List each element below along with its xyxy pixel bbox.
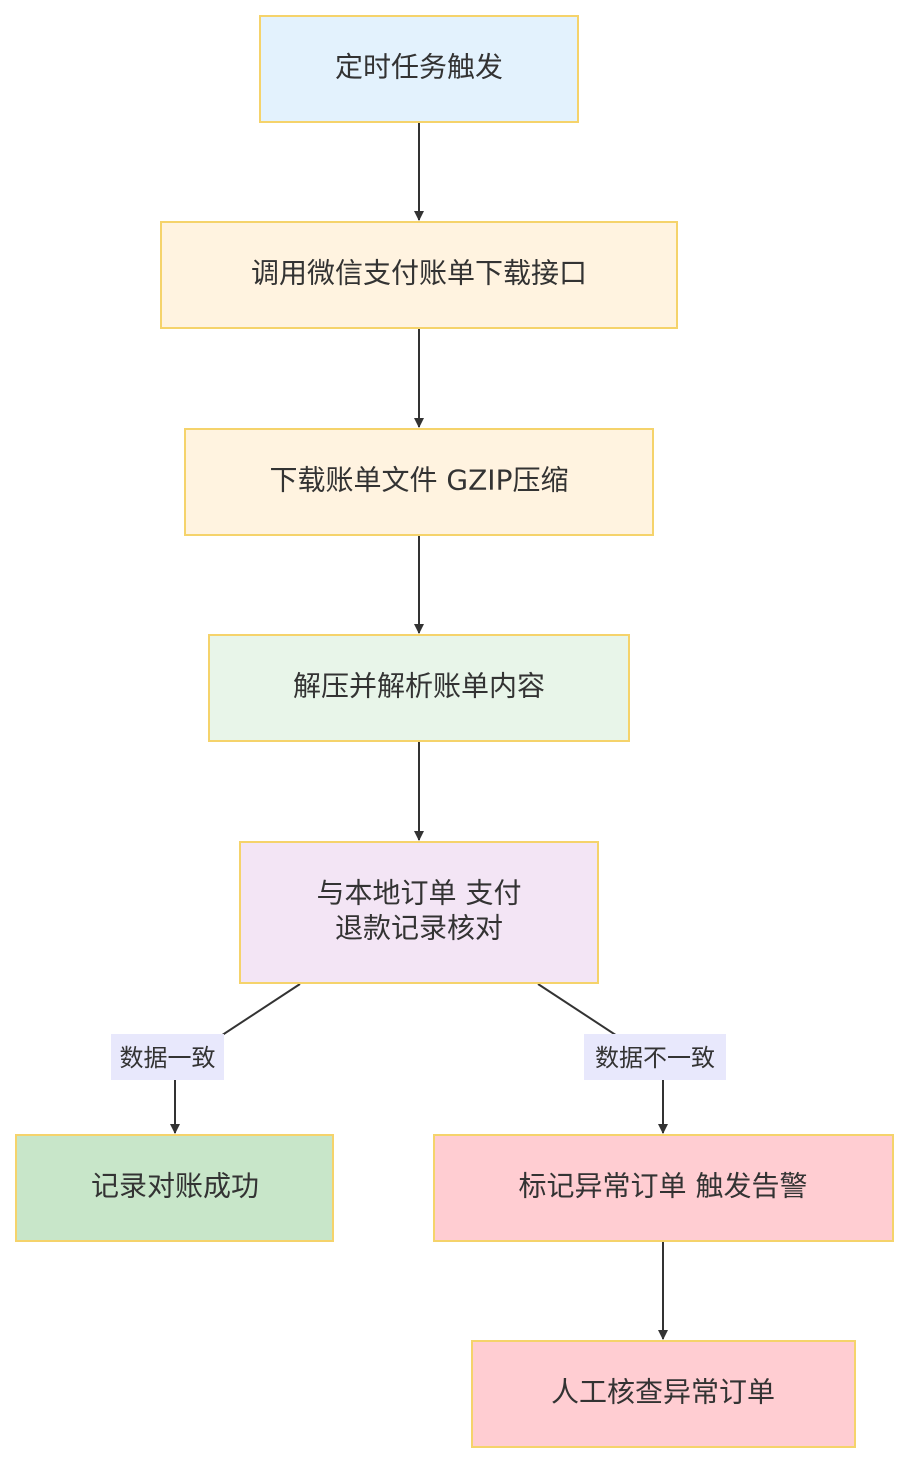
node-reconcile: 与本地订单 支付 退款记录核对 [239,841,599,984]
edge-label-consistent-bg [111,1034,224,1080]
node-trigger-box [259,15,579,123]
node-reconcile-text-line2: 退款记录核对 [335,912,503,945]
node-success-box [15,1134,334,1242]
edge-label-inconsistent-text: 数据不一致 [595,1044,715,1072]
node-download-text: 下载账单文件 GZIP压缩 [270,464,569,497]
node-parse-text: 解压并解析账单内容 [293,670,545,703]
node-manual-check: 人工核查异常订单 [471,1340,856,1448]
node-call-api-text: 调用微信支付账单下载接口 [251,257,587,290]
node-success: 记录对账成功 [15,1134,334,1242]
node-parse: 解压并解析账单内容 [208,634,630,742]
node-manual-check-box [471,1340,856,1448]
node-mark-abnormal-text: 标记异常订单 触发告警 [519,1170,808,1203]
node-download: 下载账单文件 GZIP压缩 [184,428,654,536]
edge-label-inconsistent: 数据不一致 [584,1034,726,1080]
node-manual-check-text: 人工核查异常订单 [551,1376,775,1409]
node-reconcile-box [239,841,599,984]
edge-label-consistent-text: 数据一致 [120,1044,216,1072]
node-call-api-box [160,221,678,329]
node-parse-box [208,634,630,742]
node-success-text: 记录对账成功 [91,1170,259,1203]
edge-label-inconsistent-bg [584,1034,726,1080]
node-trigger: 定时任务触发 [259,15,579,123]
node-mark-abnormal: 标记异常订单 触发告警 [433,1134,894,1242]
node-call-api: 调用微信支付账单下载接口 [160,221,678,329]
node-reconcile-text-line1: 与本地订单 支付 [317,877,522,910]
node-mark-abnormal-box [433,1134,894,1242]
node-trigger-text: 定时任务触发 [335,51,503,84]
node-download-box [184,428,654,536]
edge-label-consistent: 数据一致 [111,1034,224,1080]
